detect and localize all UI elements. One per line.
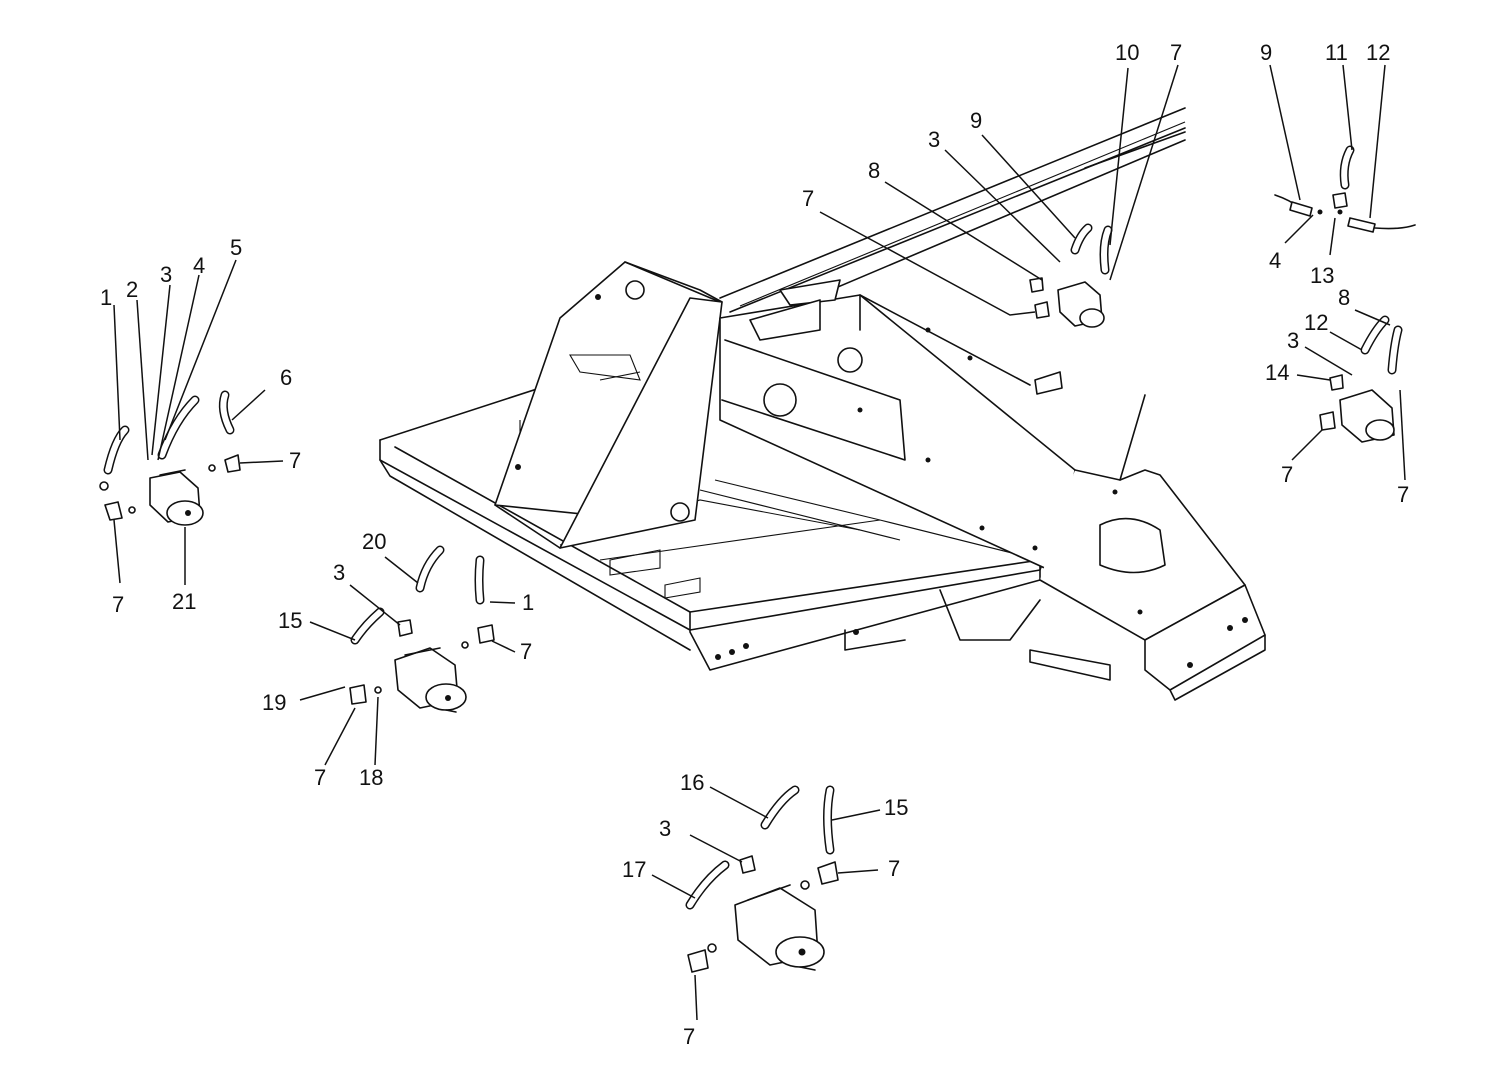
callout-28: 8 [868,158,880,183]
callout-39: 7 [1281,462,1293,487]
callout-38: 14 [1265,360,1289,385]
callout-14: 7 [520,639,532,664]
callout-26: 9 [970,108,982,133]
callout-33: 4 [1269,248,1281,273]
callout-24: 10 [1115,40,1139,65]
callout-18: 16 [680,770,704,795]
callout-9: 21 [172,589,196,614]
callout-30: 9 [1260,40,1272,65]
tee-fitting-assembly [1274,145,1416,233]
callout-8: 7 [112,592,124,617]
callout-7: 7 [289,448,301,473]
callout-2: 2 [126,277,138,302]
motor-assembly-right [1319,315,1403,443]
motor-assembly-upper [1029,223,1113,328]
motor-assembly-left [99,390,241,526]
callout-16: 7 [314,765,326,790]
callout-labels: 1 2 3 4 5 6 7 7 21 20 3 15 1 7 19 7 18 1… [100,40,1409,1049]
callout-37: 3 [1287,328,1299,353]
callout-12: 15 [278,608,302,633]
callout-17: 18 [359,765,383,790]
motor-assembly-bottom [685,785,839,973]
callout-40: 7 [1397,482,1409,507]
callout-36: 12 [1304,310,1328,335]
callout-1: 1 [100,285,112,310]
chassis-frame [379,107,1266,701]
callout-31: 11 [1325,40,1348,65]
callout-15: 19 [262,690,286,715]
motor-assembly-mid [349,545,495,713]
callout-21: 17 [622,857,646,882]
callout-23: 7 [683,1024,695,1049]
callout-35: 8 [1338,285,1350,310]
callout-5: 5 [230,235,242,260]
callout-4: 4 [193,253,205,278]
callout-32: 12 [1366,40,1390,65]
callout-29: 7 [802,186,814,211]
callout-10: 20 [362,529,386,554]
callout-27: 3 [928,127,940,152]
callout-34: 13 [1310,263,1334,288]
callout-22: 7 [888,856,900,881]
callout-20: 3 [659,816,671,841]
callout-19: 15 [884,795,908,820]
callout-11: 3 [333,560,345,585]
leader-lines [113,64,1406,1021]
callout-3: 3 [160,262,172,287]
callout-25: 7 [1170,40,1182,65]
callout-13: 1 [522,590,534,615]
callout-6: 6 [280,365,292,390]
